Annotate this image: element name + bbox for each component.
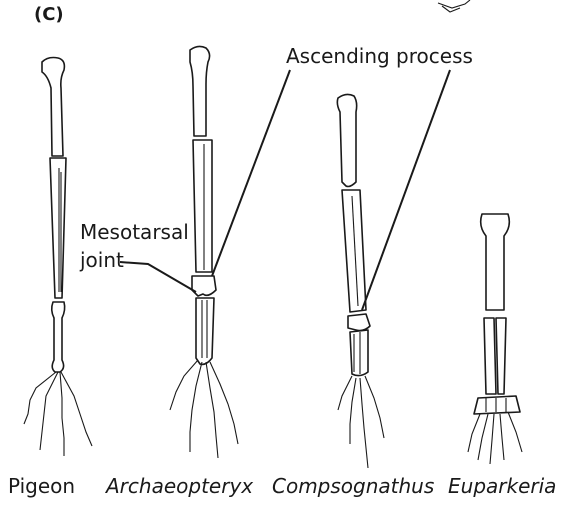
archaeopteryx-limb — [170, 46, 238, 458]
mesotarsal-joint-label-line2: joint — [80, 248, 124, 272]
top-right-fragment — [438, 0, 470, 12]
archaeopteryx-label: Archaeopteryx — [106, 474, 253, 498]
compsognathus-label: Compsognathus — [272, 474, 434, 498]
euparkeria-limb — [468, 214, 522, 464]
panel-label: (C) — [34, 4, 64, 25]
compsognathus-limb — [337, 94, 384, 468]
pigeon-label: Pigeon — [8, 474, 75, 498]
ascending-process-label: Ascending process — [286, 44, 473, 68]
euparkeria-label: Euparkeria — [448, 474, 556, 498]
mesotarsal-joint-leader — [120, 262, 196, 292]
mesotarsal-joint-label-line1: Mesotarsal — [80, 220, 189, 244]
ascending-process-leader-compsognathus — [362, 70, 450, 310]
ascending-process-leader-archaeopteryx — [212, 70, 290, 276]
